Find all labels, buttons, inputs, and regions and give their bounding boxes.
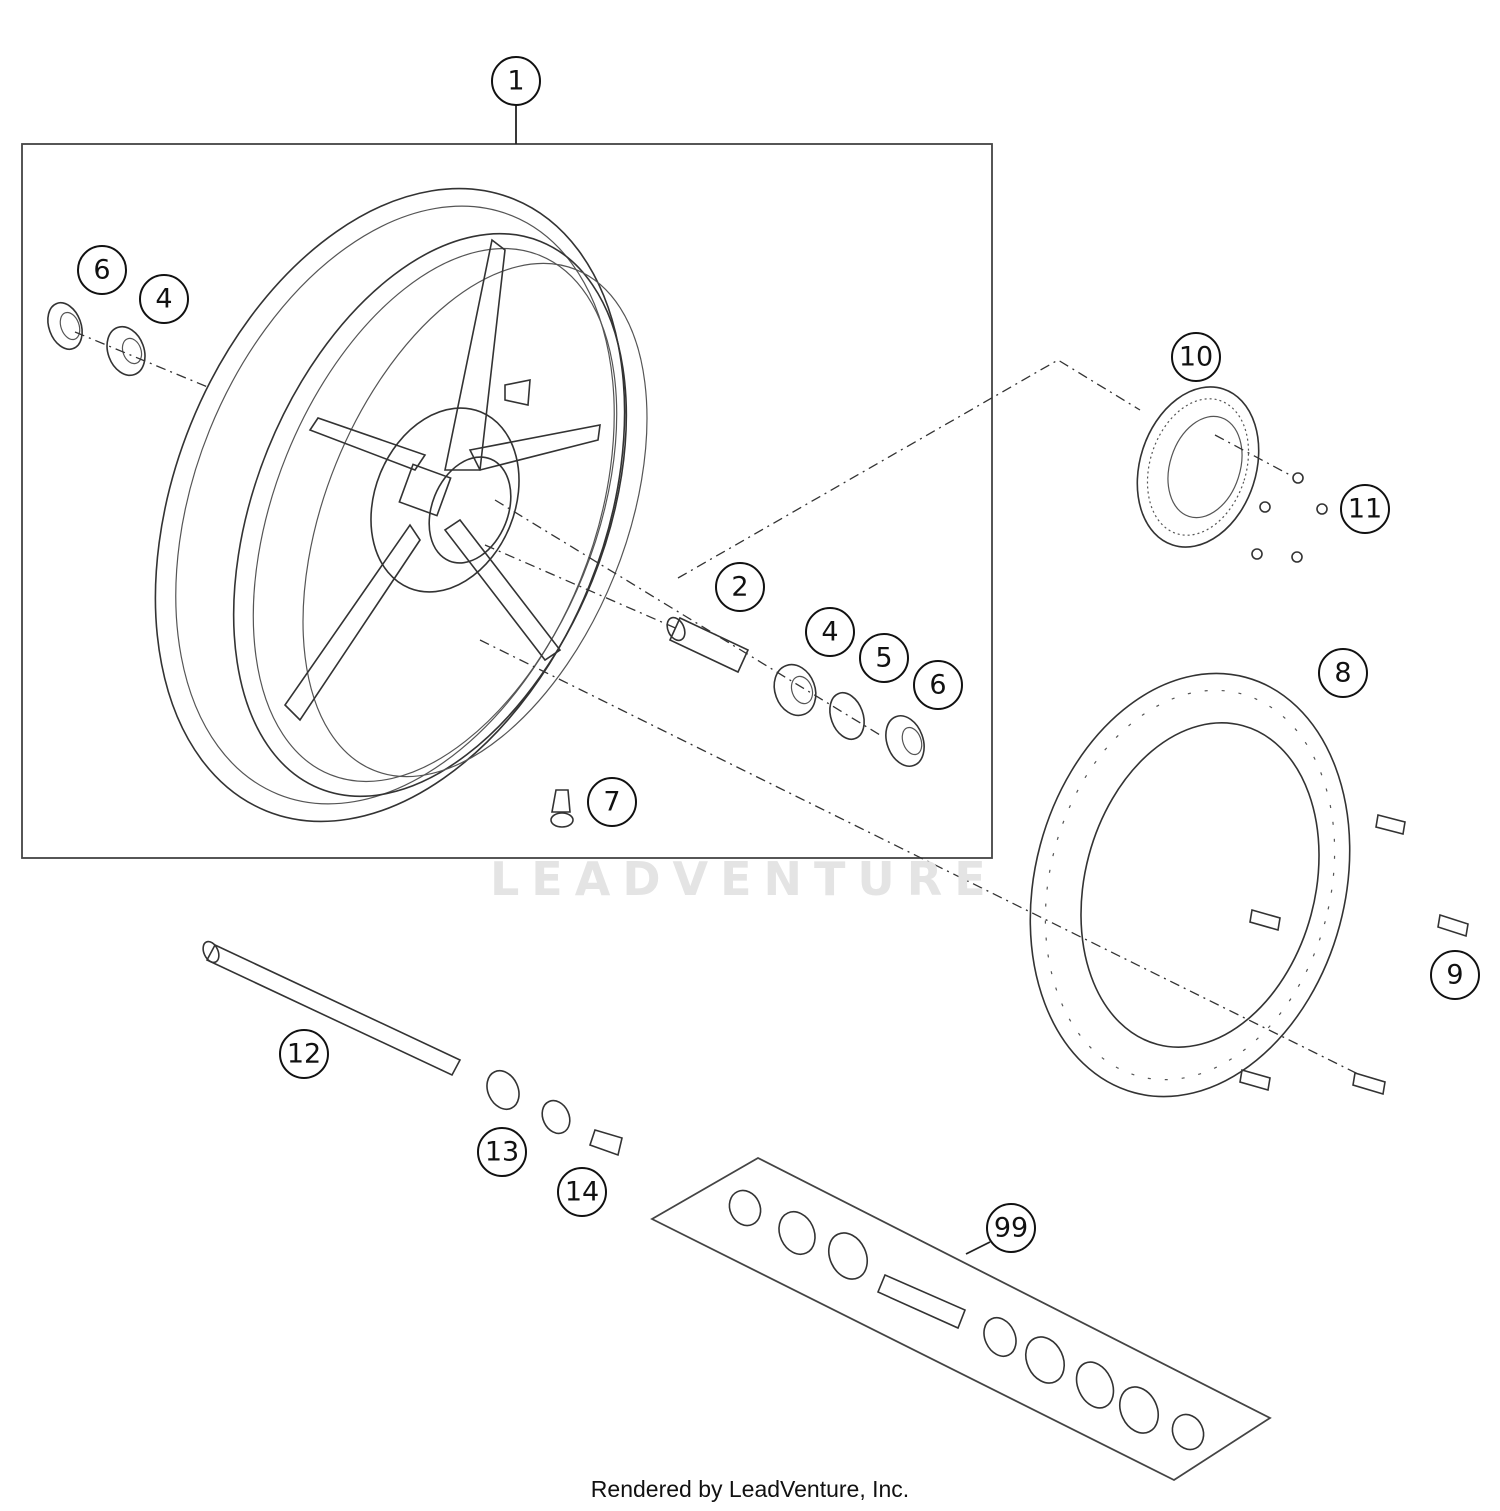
spacer-small	[541, 1099, 571, 1135]
callout-5: 5	[859, 633, 909, 683]
svg-text:13: 13	[485, 1137, 519, 1168]
shaft-seal-right	[885, 715, 925, 767]
watermark: LEADVENTURE	[490, 852, 998, 906]
wheel-hub	[370, 407, 520, 593]
abs-sensor-wheel	[1136, 386, 1260, 548]
svg-text:2: 2	[731, 572, 748, 603]
wheel-rim	[154, 187, 648, 823]
callout-1: 1	[491, 56, 541, 106]
svg-text:1: 1	[507, 66, 524, 97]
spacer-sleeve	[666, 616, 750, 674]
svg-text:99: 99	[994, 1213, 1028, 1244]
callout-7: 7	[587, 777, 637, 827]
svg-text:14: 14	[565, 1177, 599, 1208]
callout-8: 8	[1318, 648, 1368, 698]
callout-4-right: 4	[805, 607, 855, 657]
axle-screw-14	[588, 1129, 623, 1157]
svg-text:6: 6	[93, 255, 110, 286]
repair-kit-frame	[650, 1156, 1272, 1482]
svg-text:9: 9	[1446, 960, 1463, 991]
svg-text:8: 8	[1334, 658, 1351, 689]
wheel-spokes	[283, 238, 601, 722]
shaft-seal-left	[47, 301, 83, 351]
disc-screws	[1239, 814, 1469, 1096]
callout-6-left: 6	[77, 245, 127, 295]
wheel-spindle	[202, 940, 462, 1077]
callout-99: 99	[986, 1203, 1036, 1253]
repair-kit-parts	[728, 1189, 1205, 1451]
callout-11: 11	[1340, 484, 1390, 534]
svg-text:7: 7	[603, 787, 620, 818]
callout-6-right: 6	[913, 660, 963, 710]
tire-valve	[550, 789, 574, 828]
callout-14: 14	[557, 1167, 607, 1217]
svg-text:4: 4	[821, 617, 838, 648]
callout-2: 2	[715, 562, 765, 612]
callout-13: 13	[477, 1127, 527, 1177]
callout-4-left: 4	[139, 274, 189, 324]
spacer-ring	[829, 691, 865, 741]
svg-text:11: 11	[1348, 494, 1382, 525]
bearing-left	[106, 325, 146, 377]
svg-text:12: 12	[287, 1039, 321, 1070]
brake-disc	[1029, 672, 1351, 1098]
wheel-assembly-frame	[21, 143, 993, 859]
footer-credit: Rendered by LeadVenture, Inc.	[590, 1476, 910, 1502]
svg-text:4: 4	[155, 284, 172, 315]
svg-text:10: 10	[1179, 342, 1213, 373]
spacer-13	[486, 1069, 520, 1111]
callout-9: 9	[1430, 950, 1480, 1000]
svg-text:5: 5	[875, 643, 892, 674]
callout-10: 10	[1171, 332, 1221, 382]
sensor-wheel-screws	[1251, 472, 1328, 563]
callout-12: 12	[279, 1029, 329, 1079]
bearing-right	[773, 663, 817, 717]
svg-text:6: 6	[929, 670, 946, 701]
